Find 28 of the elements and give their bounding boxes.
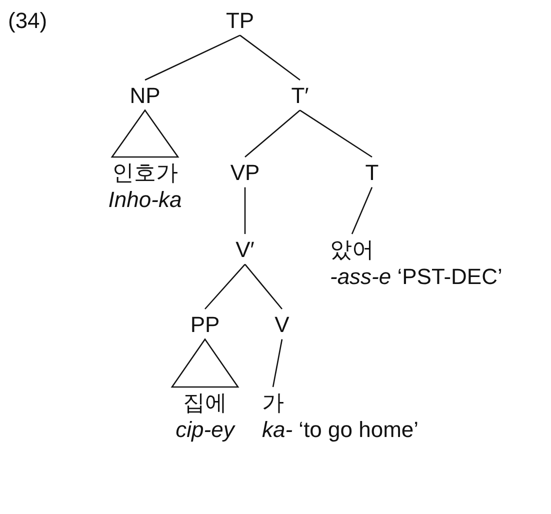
category-label: TP — [226, 8, 254, 34]
tree-branch — [300, 110, 372, 158]
gloss-text: -ass-e ‘PST-DEC’ — [330, 264, 502, 290]
category-label: NP — [130, 83, 160, 108]
korean-word: 가 — [262, 390, 284, 416]
tree-branch — [144, 34, 240, 81]
example-number: (34) — [8, 8, 48, 34]
category-label: V′ — [236, 237, 254, 262]
category-label: T′ — [291, 83, 309, 108]
korean-word: 인호가 — [111, 160, 179, 186]
gloss-text: Inho-ka — [108, 187, 182, 213]
category-label: PP — [190, 312, 220, 338]
korean-word: 았어 — [330, 237, 374, 262]
tree-branch — [244, 187, 246, 234]
triangle-branch — [170, 338, 240, 388]
gloss-text: ka- ‘to go home’ — [262, 417, 419, 443]
tree-branch — [204, 264, 246, 310]
korean-word: 집에 — [182, 390, 228, 416]
category-label: V — [274, 312, 290, 338]
gloss-text: cip-ey — [176, 417, 234, 443]
tree-branch — [244, 110, 300, 158]
tree-branch — [351, 187, 373, 234]
category-label: T — [365, 160, 379, 186]
tree-branch — [240, 34, 300, 81]
category-label: VP — [230, 160, 260, 186]
triangle-branch — [110, 109, 180, 158]
tree-branch — [244, 264, 282, 310]
tree-branch — [272, 339, 283, 388]
